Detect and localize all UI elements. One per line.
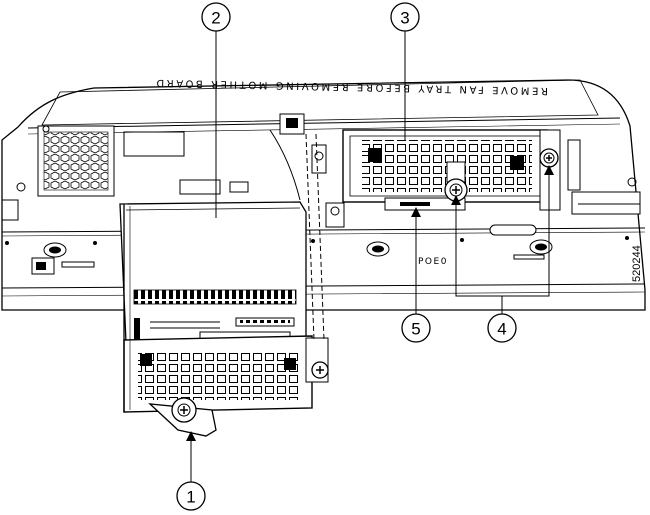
extraction-lever: [148, 397, 217, 437]
captive-screw-left: [444, 161, 468, 202]
guide-pin-top: [311, 144, 327, 174]
callout-3: 3: [390, 2, 420, 32]
callout-2: 2: [201, 2, 231, 32]
chassis-screw-middle: [366, 241, 390, 257]
callout-1: 1: [176, 481, 206, 511]
svg-text:1: 1: [186, 488, 195, 507]
callout-5: 5: [401, 313, 431, 343]
chassis-slot: [489, 224, 537, 236]
center-connector: [123, 113, 305, 201]
svg-text:5: 5: [411, 320, 420, 339]
left-vent: [37, 125, 115, 197]
guide-pin-bottom: [325, 202, 345, 228]
figure-id: 520244: [631, 245, 643, 282]
svg-text:3: 3: [400, 9, 409, 28]
captive-screw-right: [539, 148, 559, 168]
svg-text:2: 2: [211, 9, 220, 28]
left-bracket: [2, 199, 95, 275]
chassis-screw-right: [529, 239, 553, 255]
right-bracket: [567, 139, 641, 215]
callout-4: 4: [487, 313, 517, 343]
port-label: POE0: [418, 257, 448, 267]
svg-text:4: 4: [497, 320, 506, 339]
module: [119, 133, 329, 413]
chassis-screw-left: [43, 242, 67, 258]
